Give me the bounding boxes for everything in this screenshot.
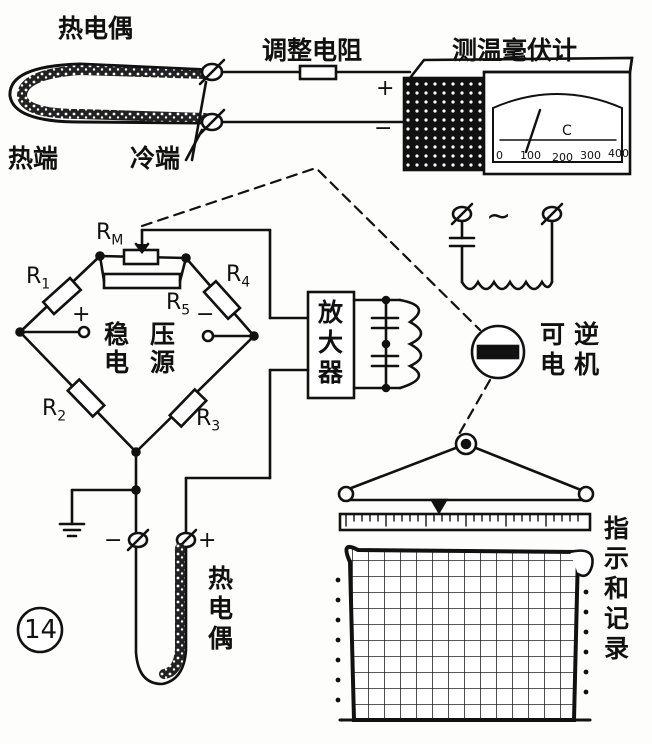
millivoltmeter-label: 测温毫伏计 bbox=[452, 36, 578, 65]
cold-end-label: 冷端 bbox=[130, 144, 181, 173]
meter-scale-300: 300 bbox=[580, 149, 601, 162]
indicator-linkage bbox=[337, 432, 595, 515]
millivoltmeter bbox=[402, 56, 634, 176]
r4-label: R4 bbox=[226, 262, 251, 291]
amplifier-capacitors bbox=[370, 295, 423, 393]
r2-label: R2 bbox=[42, 396, 67, 425]
r3-label: R3 bbox=[196, 406, 221, 435]
amplifier-char-3: 器 bbox=[318, 358, 344, 387]
indicator-scale bbox=[338, 512, 592, 532]
amplifier-char-1: 放 bbox=[318, 298, 344, 327]
amplifier-box bbox=[306, 290, 356, 400]
recorder-char-4: 记 bbox=[604, 604, 630, 633]
regulated-supply-char-3: 电 bbox=[104, 348, 130, 377]
bridge-circuit bbox=[15, 228, 310, 457]
motor-char-4: 机 bbox=[574, 350, 600, 379]
bottom-thermocouple-char-3: 偶 bbox=[208, 624, 234, 653]
bottom-thermocouple bbox=[126, 528, 198, 686]
bottom-thermocouple-char-2: 电 bbox=[208, 594, 234, 623]
recorder-char-5: 录 bbox=[604, 634, 630, 663]
ac-supply bbox=[448, 202, 564, 291]
recorder-char-3: 和 bbox=[604, 574, 630, 603]
meter-minus: − bbox=[374, 116, 393, 141]
bottom-plus: + bbox=[198, 528, 217, 553]
supply-minus: − bbox=[196, 302, 215, 327]
figure-number-circle bbox=[16, 606, 64, 654]
adjust-resistor-symbol bbox=[298, 64, 338, 81]
recorder-char-1: 指 bbox=[604, 514, 630, 543]
bottom-minus: − bbox=[104, 528, 123, 553]
hot-end-label: 热端 bbox=[8, 144, 59, 173]
meter-unit: C bbox=[562, 123, 572, 139]
recorder-char-2: 示 bbox=[604, 544, 630, 573]
rm-label: RM bbox=[96, 220, 124, 249]
regulated-supply-char-2: 压 bbox=[150, 320, 176, 349]
top-thermocouple bbox=[8, 62, 214, 125]
reversible-motor bbox=[470, 324, 526, 380]
r5-label: R5 bbox=[166, 290, 191, 319]
motor-char-1: 可 bbox=[540, 320, 566, 349]
meter-scale-400: 400 bbox=[608, 147, 629, 160]
ac-symbol: ~ bbox=[486, 199, 512, 234]
regulated-supply-char-1: 稳 bbox=[104, 320, 130, 349]
regulated-supply-char-4: 源 bbox=[150, 348, 176, 377]
motor-char-2: 逆 bbox=[574, 320, 600, 349]
figure-number: 14 bbox=[24, 615, 58, 645]
meter-plus: + bbox=[376, 76, 395, 101]
meter-scale-200: 200 bbox=[552, 151, 573, 164]
r1-label: R1 bbox=[26, 264, 51, 293]
meter-scale-0: 0 bbox=[496, 149, 503, 162]
adjust-resistor-label: 调整电阻 bbox=[262, 36, 363, 65]
meter-scale-100: 100 bbox=[520, 149, 541, 162]
recorder-chart bbox=[335, 545, 594, 722]
amplifier-char-2: 大 bbox=[318, 328, 344, 357]
mechanical-links bbox=[140, 166, 492, 438]
thermocouple-label: 热电偶 bbox=[58, 14, 134, 43]
bottom-thermocouple-char-1: 热 bbox=[208, 564, 234, 593]
motor-char-3: 电 bbox=[540, 350, 566, 379]
supply-plus: + bbox=[72, 302, 91, 327]
